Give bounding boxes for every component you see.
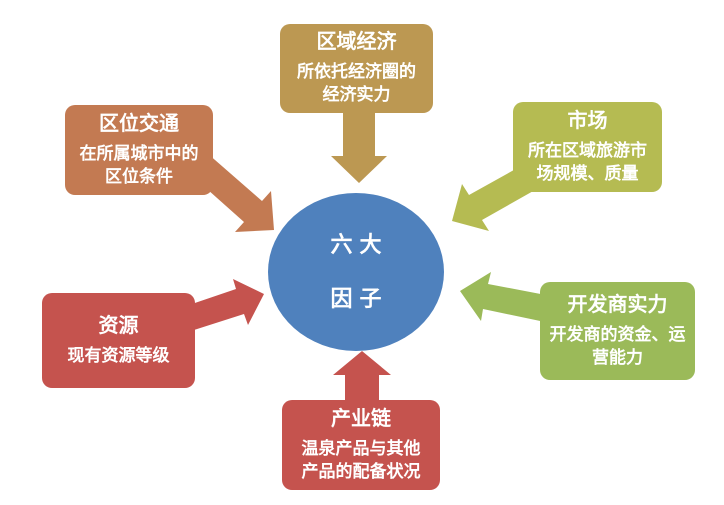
factor-box-location-transport: 区位交通 在所属城市中的 区位条件 (65, 105, 213, 195)
factor-description: 所在区域旅游市 场规模、质量 (528, 140, 647, 183)
factor-title: 区位交通 (99, 112, 179, 135)
factor-title: 市场 (567, 109, 608, 132)
developer-strength-arrow (460, 272, 551, 322)
factor-title: 开发商实力 (567, 293, 668, 316)
factor-description: 开发商的资金、运 营能力 (549, 324, 686, 367)
factor-box-developer-strength: 开发商实力 开发商的资金、运 营能力 (540, 282, 695, 380)
factor-box-market: 市场 所在区域旅游市 场规模、质量 (513, 102, 662, 192)
factor-box-industry-chain: 产业链 温泉产品与其他 产品的配备状况 (282, 400, 440, 490)
center-label-line1: 六大 (330, 232, 389, 257)
industry-chain-arrow (333, 351, 391, 405)
factor-box-resources: 资源 现有资源等级 (42, 293, 195, 388)
factor-box-regional-economy: 区域经济 所依托经济圈的 经济实力 (280, 24, 433, 113)
resources-arrow (186, 279, 264, 330)
factor-description: 所依托经济圈的 经济实力 (297, 62, 416, 104)
factor-description: 现有资源等级 (67, 345, 170, 365)
factor-title: 资源 (98, 314, 139, 337)
factor-description: 温泉产品与其他 产品的配备状况 (301, 438, 421, 481)
factor-description: 在所属城市中的 区位条件 (79, 143, 199, 186)
factor-title: 区域经济 (316, 31, 397, 54)
center-label-line2: 因子 (330, 286, 389, 311)
regional-economy-arrow (331, 105, 387, 183)
factor-title: 产业链 (331, 407, 391, 430)
center-ellipse: 六大 因子 (268, 193, 444, 351)
